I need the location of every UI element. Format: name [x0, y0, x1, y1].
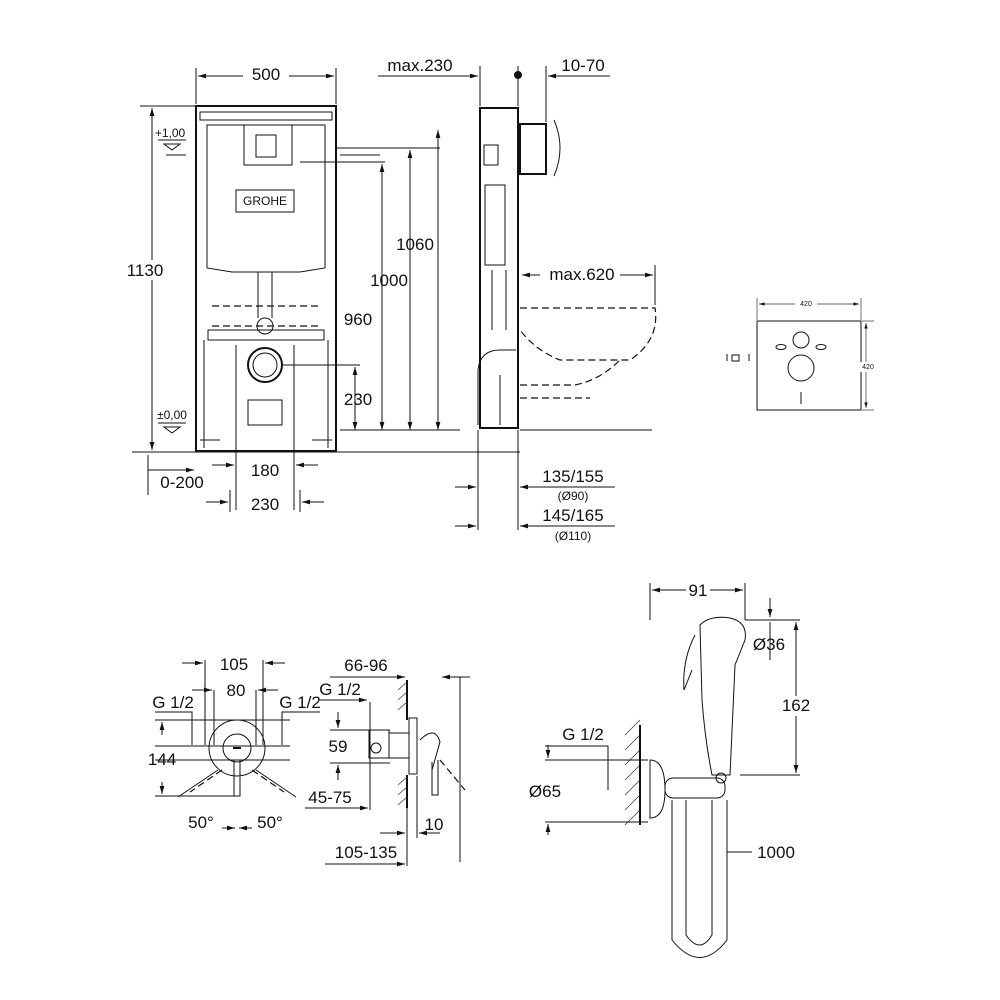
svg-text:420: 420 [800, 301, 812, 308]
svg-text:230: 230 [251, 495, 279, 514]
svg-text:±0,00: ±0,00 [157, 408, 187, 422]
svg-text:+1,00: +1,00 [155, 126, 186, 140]
svg-text:0-200: 0-200 [160, 473, 203, 492]
svg-text:G 1/2: G 1/2 [152, 693, 194, 712]
sound-insulation-pad: 420 420 [726, 298, 878, 411]
installation-frame-side [455, 107, 657, 530]
svg-text:135/155: 135/155 [542, 467, 603, 486]
svg-text:1130: 1130 [127, 261, 164, 280]
svg-text:10-70: 10-70 [561, 56, 604, 75]
svg-text:162: 162 [782, 696, 810, 715]
svg-text:Ø36: Ø36 [753, 635, 785, 654]
svg-text:50°: 50° [188, 813, 214, 832]
installation-frame-front: GROHE [195, 105, 337, 452]
svg-text:Ø65: Ø65 [529, 782, 561, 801]
side-dimensions: max.230 10-70 max.620 135/155 (Ø90) 145/… [378, 56, 656, 543]
svg-text:max.620: max.620 [549, 265, 614, 284]
svg-text:45-75: 45-75 [308, 788, 351, 807]
svg-text:G 1/2: G 1/2 [279, 693, 321, 712]
svg-text:G 1/2: G 1/2 [319, 680, 361, 699]
svg-text:1000: 1000 [757, 843, 795, 862]
svg-text:1060: 1060 [396, 235, 434, 254]
grohe-logo: GROHE [243, 194, 287, 208]
svg-text:(Ø90): (Ø90) [558, 489, 589, 503]
svg-text:960: 960 [344, 310, 372, 329]
svg-text:144: 144 [148, 750, 176, 769]
svg-text:50°: 50° [257, 813, 283, 832]
svg-text:91: 91 [689, 581, 708, 600]
svg-text:G 1/2: G 1/2 [562, 725, 604, 744]
svg-text:180: 180 [251, 461, 279, 480]
mixer-side-view: 66-96 G 1/2 59 45-75 10 105-135 [305, 656, 470, 867]
svg-text:145/165: 145/165 [542, 506, 603, 525]
svg-text:105: 105 [220, 655, 248, 674]
svg-text:105-135: 105-135 [335, 843, 397, 862]
front-dimensions: 500 1130 +1,00 ±0,00 1060 1000 960 230 0… [120, 64, 460, 514]
svg-text:420: 420 [862, 364, 874, 371]
svg-text:80: 80 [227, 681, 246, 700]
svg-text:500: 500 [252, 65, 280, 84]
svg-text:66-96: 66-96 [344, 656, 387, 675]
bidet-shower: 91 Ø36 162 G 1/2 Ø65 1000 [529, 580, 814, 958]
svg-text:230: 230 [344, 390, 372, 409]
svg-text:10: 10 [425, 815, 444, 834]
mixer-front-view: 105 80 G 1/2 G 1/2 144 50° 50° [148, 655, 321, 832]
svg-text:59: 59 [329, 737, 348, 756]
svg-text:(Ø110): (Ø110) [555, 529, 591, 543]
svg-text:max.230: max.230 [387, 56, 452, 75]
svg-text:1000: 1000 [370, 271, 408, 290]
